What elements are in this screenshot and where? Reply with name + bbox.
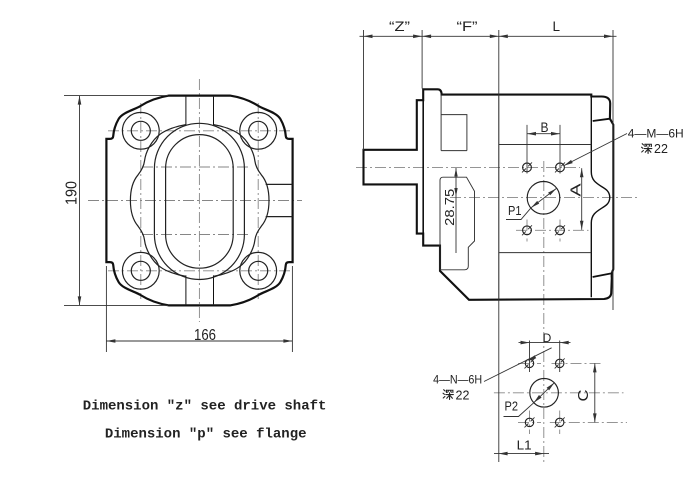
svg-text:“F”: “F” [457,18,478,34]
svg-text:Dimension "p" see flange: Dimension "p" see flange [105,427,307,443]
svg-text:P2: P2 [505,400,519,414]
svg-text:190: 190 [64,181,81,205]
svg-text:L1: L1 [517,438,532,452]
svg-text:“Z”: “Z” [389,18,410,34]
svg-text:22: 22 [654,142,668,156]
svg-text:22: 22 [456,388,470,402]
svg-text:4—M—6H: 4—M—6H [628,126,684,140]
svg-text:P1: P1 [508,204,522,218]
svg-text:4—N—6H: 4—N—6H [433,372,482,386]
svg-text:L: L [553,19,561,34]
svg-text:28.75: 28.75 [443,189,457,226]
svg-text:A: A [568,184,585,197]
svg-text:166: 166 [194,327,216,344]
svg-text:C: C [576,390,592,402]
svg-text:B: B [541,119,549,135]
svg-text:Dimension "z" see drive shaft: Dimension "z" see drive shaft [83,399,327,415]
svg-text:D: D [543,331,552,345]
